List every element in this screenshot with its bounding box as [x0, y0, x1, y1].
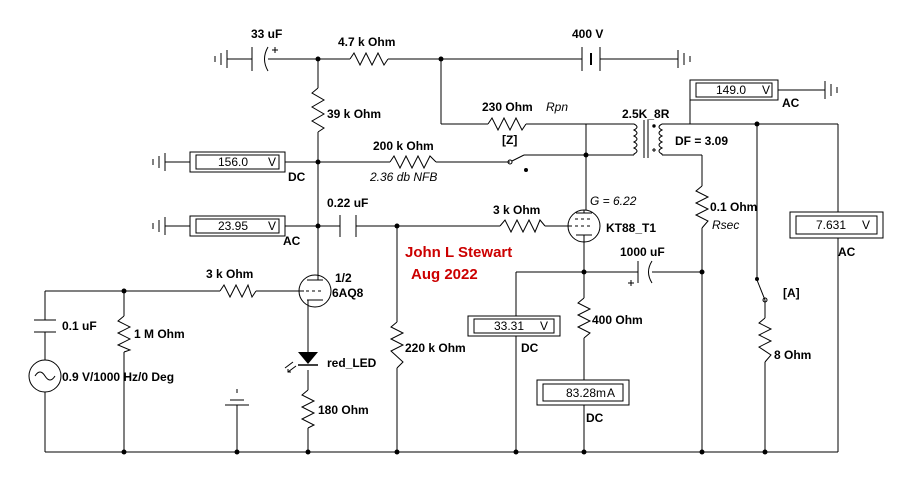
svg-text:red_LED: red_LED	[327, 356, 377, 370]
svg-text:23.95: 23.95	[218, 219, 248, 233]
resistor-230	[487, 116, 527, 132]
svg-text:DF = 3.09: DF = 3.09	[675, 134, 728, 148]
svg-text:V: V	[862, 218, 870, 232]
switch-a	[755, 277, 768, 303]
svg-text:1 M Ohm: 1 M Ohm	[134, 327, 185, 341]
resistor-200k	[389, 154, 437, 170]
svg-text:G = 6.22: G = 6.22	[590, 194, 637, 208]
resistor-220k	[389, 321, 405, 369]
resistor-3k-grid	[499, 218, 546, 234]
svg-text:V: V	[540, 319, 548, 333]
battery-400v	[581, 47, 601, 71]
svg-text:[Z]: [Z]	[502, 133, 517, 147]
meter-mode-ac-7631: AC	[838, 245, 856, 259]
svg-text:2.5K_8R: 2.5K_8R	[622, 107, 670, 121]
svg-text:Rpn: Rpn	[546, 100, 568, 114]
svg-text:V: V	[268, 219, 276, 233]
ac-source	[28, 359, 62, 393]
meter-mode-ac: AC	[283, 234, 301, 248]
wires	[44, 58, 839, 453]
svg-text:V: V	[762, 83, 770, 97]
date-note: Aug 2022	[411, 266, 478, 283]
switch-z	[507, 154, 528, 172]
meter-mode-ac-149: AC	[782, 96, 800, 110]
meter-dc-8328: 83.28m A	[536, 379, 630, 406]
svg-text:2.36 db NFB: 2.36 db NFB	[369, 170, 437, 184]
capacitor-01uf	[34, 319, 56, 333]
meter-mode-dc: DC	[288, 170, 306, 184]
junction-dots	[121, 56, 768, 455]
svg-text:[A]: [A]	[783, 286, 800, 300]
svg-text:400 V: 400 V	[572, 27, 603, 41]
svg-text:0.22 uF: 0.22 uF	[327, 196, 368, 210]
component-labels: 33 uF 4.7 k Ohm 400 V 39 k Ohm 230 Ohm R…	[62, 27, 811, 417]
svg-text:1/2: 1/2	[335, 271, 352, 285]
meter-ac-2395: 23.95 V	[189, 215, 286, 237]
meter-ac-7631: 7.631 V	[789, 211, 884, 239]
svg-text:3 k Ohm: 3 k Ohm	[493, 203, 540, 217]
tube-6aq8	[298, 274, 332, 308]
svg-text:400 Ohm: 400 Ohm	[592, 313, 643, 327]
resistor-400	[576, 297, 592, 339]
svg-text:4.7 k Ohm: 4.7 k Ohm	[338, 35, 395, 49]
resistor-39k	[311, 87, 325, 133]
svg-text:0.1 Ohm: 0.1 Ohm	[710, 200, 757, 214]
svg-text:156.0: 156.0	[218, 155, 248, 169]
resistor-3k-input	[219, 283, 257, 299]
svg-text:8 Ohm: 8 Ohm	[774, 348, 811, 362]
led-red	[284, 352, 318, 373]
meter-mode-dc-3331: DC	[521, 341, 539, 355]
output-transformer	[632, 120, 664, 158]
svg-text:180 Ohm: 180 Ohm	[318, 403, 369, 417]
svg-text:220 k Ohm: 220 k Ohm	[405, 341, 466, 355]
resistor-01	[694, 185, 710, 229]
svg-text:33 uF: 33 uF	[251, 27, 282, 41]
meter-ac-149: 149.0 V	[689, 79, 779, 101]
capacitor-1000uf	[628, 260, 653, 286]
meter-mode-dc-8328: DC	[586, 411, 604, 425]
capacitor-33uf	[251, 46, 278, 72]
svg-text:3 k Ohm: 3 k Ohm	[206, 267, 253, 281]
svg-text:83.28m: 83.28m	[566, 386, 606, 400]
svg-text:33.31: 33.31	[494, 319, 524, 333]
meter-dc-3331: 33.31 V	[467, 315, 561, 337]
capacitor-022uf	[339, 215, 357, 237]
ground-symbols	[152, 50, 838, 406]
svg-text:1000 uF: 1000 uF	[620, 245, 665, 259]
svg-text:KT88_T1: KT88_T1	[606, 221, 656, 235]
resistor-4k7	[349, 51, 389, 67]
resistor-8	[757, 317, 773, 363]
svg-text:6AQ8: 6AQ8	[332, 286, 364, 300]
svg-text:0.1 uF: 0.1 uF	[62, 319, 97, 333]
tube-kt88	[567, 209, 601, 243]
author-note: John L Stewart	[405, 244, 512, 261]
resistor-1m	[116, 315, 132, 353]
svg-text:A: A	[607, 386, 615, 400]
svg-text:Rsec: Rsec	[712, 218, 739, 232]
resistor-180	[300, 389, 316, 429]
svg-text:39 k Ohm: 39 k Ohm	[327, 107, 381, 121]
svg-text:200 k Ohm: 200 k Ohm	[373, 139, 434, 153]
svg-text:V: V	[268, 155, 276, 169]
svg-text:7.631: 7.631	[816, 218, 846, 232]
svg-text:149.0: 149.0	[716, 83, 746, 97]
svg-text:0.9 V/1000 Hz/0 Deg: 0.9 V/1000 Hz/0 Deg	[62, 370, 174, 384]
meter-dc-156: 156.0 V	[189, 151, 286, 173]
svg-text:230 Ohm: 230 Ohm	[482, 100, 533, 114]
